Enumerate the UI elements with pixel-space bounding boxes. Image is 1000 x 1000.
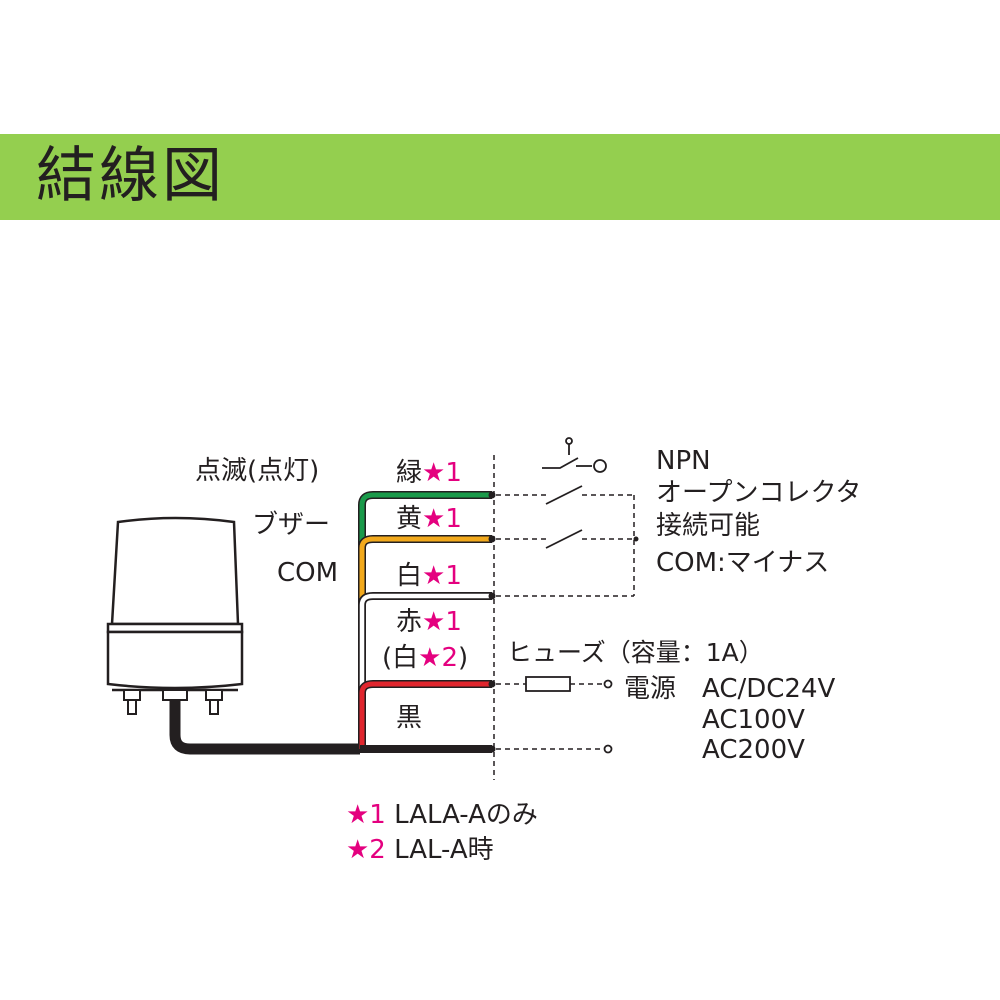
npn-switch-icon xyxy=(542,437,607,549)
npn-line3: 接続可能 xyxy=(656,511,761,541)
npn-line2: オープンコレクタ xyxy=(656,478,862,508)
wire-label-red-sub: (白★2) xyxy=(382,643,469,673)
label-blink: 点滅(点灯) xyxy=(195,456,320,486)
page-title: 結線図 xyxy=(36,141,225,211)
wire-label-black: 黒 xyxy=(396,703,423,733)
npn-line1: NPN xyxy=(656,446,711,476)
footnote-1: ★1 LALA-Aのみ xyxy=(346,800,538,830)
power-label: 電源 xyxy=(624,674,677,704)
wire-label-yellow: 黄★1 xyxy=(396,504,462,534)
label-buzzer: ブザー xyxy=(252,510,331,540)
label-com: COM xyxy=(277,558,339,588)
external-circuit xyxy=(496,494,636,750)
wire-label-red: 赤★1 xyxy=(396,607,462,637)
power-terminal-icon xyxy=(603,679,613,754)
npn-line4: COM:マイナス xyxy=(656,548,830,578)
signal-tower-icon xyxy=(106,516,244,715)
fuse-icon xyxy=(525,676,571,692)
power-voltage-2: AC100V xyxy=(702,705,805,735)
header-banner: 結線図 xyxy=(0,134,1000,220)
footnote-2: ★2 LAL-A時 xyxy=(346,835,494,865)
wire-label-green: 緑★1 xyxy=(396,458,462,488)
main-cable xyxy=(169,700,360,755)
wire-red xyxy=(358,680,492,749)
power-voltage-3: AC200V xyxy=(702,735,805,765)
power-voltage-1: AC/DC24V xyxy=(702,674,836,704)
wire-label-white: 白★1 xyxy=(396,561,462,591)
fuse-label: ヒューズ（容量：1A） xyxy=(507,638,764,667)
